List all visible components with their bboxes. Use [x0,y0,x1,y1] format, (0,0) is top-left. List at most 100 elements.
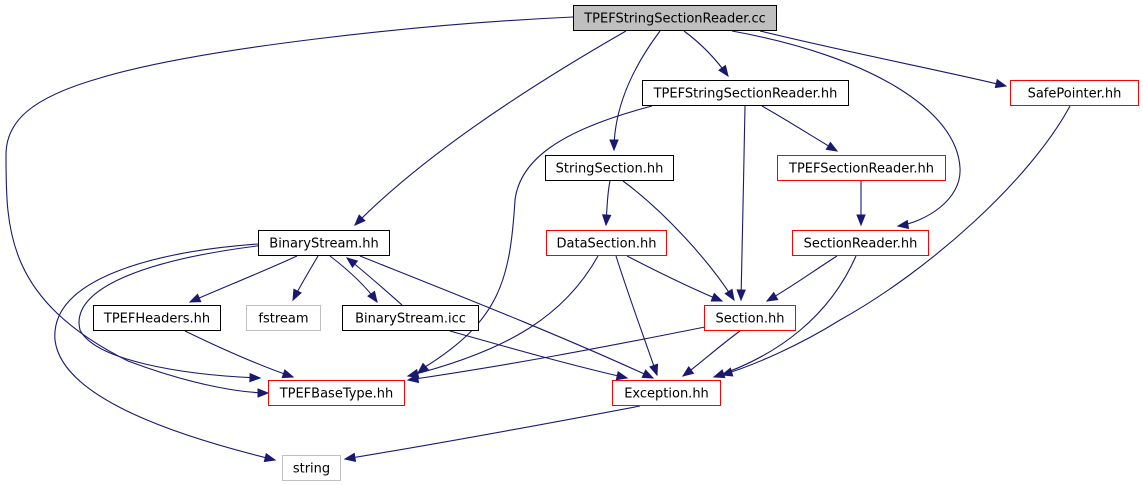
edge-line [5,16,574,394]
node-fstream: fstream [246,305,321,331]
edge-arrowhead [188,293,202,303]
nodes-layer: TPEFStringSectionReader.ccTPEFStringSect… [93,5,1139,481]
node-binarystream[interactable]: BinaryStream.hh [258,230,390,256]
edge-section-to-tpefbasetype [406,326,706,384]
edge-binarystream-to-exception [359,255,655,379]
edge-line [766,255,838,302]
node-tpefbasetype[interactable]: TPEFBaseType.hh [268,380,405,406]
node-box [1010,80,1139,106]
edge-arrowhead [367,290,378,304]
edge-sectionreader-to-exception [712,255,857,379]
edge-arrowhead [681,365,695,377]
node-datasection[interactable]: DataSection.hh [546,230,667,256]
edge-arrowhead [615,371,629,381]
node-label: TPEFBaseType.hh [279,387,394,402]
edge-stringsection-to-section [622,180,735,302]
node-label: BinaryStream.icc [355,312,466,327]
edge-binarystream-to-tpefheaders [188,255,298,303]
edge-arrowhead [896,219,910,230]
edge-line [682,330,741,377]
node-box [545,155,674,181]
edge-arrowhead [249,372,262,383]
node-reader-hh[interactable]: TPEFStringSectionReader.hh [642,80,849,106]
edge-arrowhead [712,369,726,379]
edge-reader_cc-to-sectionreader [731,30,961,230]
edge-arrowhead [292,288,302,302]
edge-arrowhead [825,141,839,152]
edge-binarystream-to-tpefbasetype [78,244,266,383]
edge-line [344,405,641,460]
edge-arrowhead [718,64,729,78]
edge-binarystream-to-string [54,243,277,463]
edge-arrowhead [343,452,357,462]
node-label: fstream [258,312,308,327]
node-label: TPEFSectionReader.hh [788,162,934,177]
node-label: Section.hh [716,312,785,327]
edge-arrowhead [856,214,866,227]
node-box [612,380,721,406]
node-exception[interactable]: Exception.hh [612,380,721,406]
edge-arrowhead [641,369,655,379]
edge-arrowhead [257,388,270,398]
node-label: Exception.hh [624,387,709,402]
node-binarystream-icc[interactable]: BinaryStream.icc [342,305,479,331]
node-stringsection[interactable]: StringSection.hh [545,155,674,181]
node-tpefsectionreader[interactable]: TPEFSectionReader.hh [777,155,946,181]
edge-line [626,255,723,302]
edge-arrowhead [724,288,735,302]
node-box [268,380,405,406]
edge-line [740,105,746,301]
node-label: SectionReader.hh [804,237,918,252]
edge-stringsection-to-datasection [601,180,612,227]
edge-sectionreader-to-section [765,255,838,302]
node-box [777,155,946,181]
edge-tpefsectionreader-to-sectionreader [856,181,866,227]
node-label: BinaryStream.hh [269,237,378,252]
edge-arrowhead [601,214,612,227]
node-label: TPEFStringSectionReader.hh [653,87,838,102]
edge-reader_cc-to-reader_hh [683,30,729,78]
edge-line [184,330,294,378]
edge-line [761,105,838,152]
edge-datasection-to-exception [615,255,659,377]
edge-arrowhead [263,452,277,463]
node-box [282,455,341,481]
node-label: TPEFStringSectionReader.cc [583,12,766,27]
node-label: SafePointer.hh [1028,87,1122,102]
node-tpefheaders[interactable]: TPEFHeaders.hh [93,305,221,331]
edge-line [731,30,961,227]
edge-line [615,255,658,376]
node-reader-cc[interactable]: TPEFStringSectionReader.cc [573,5,777,31]
edge-binarystream_icc-to-exception [449,330,629,381]
edge-line [407,255,599,377]
node-box [258,230,390,256]
edge-line [354,30,627,226]
edge-arrowhead [354,214,366,226]
edge-line [721,105,1071,376]
edge-arrowhead [736,289,746,302]
edge-line [407,326,706,381]
node-box [704,305,796,331]
edge-binarystream-to-fstream [292,255,319,302]
node-box [246,305,321,331]
node-section[interactable]: Section.hh [704,305,796,331]
node-box [792,230,929,256]
edge-binarystream_icc-to-binarystream [345,257,403,306]
edge-arrowhead [710,292,724,302]
edges-layer [5,16,1071,463]
node-sectionreader[interactable]: SectionReader.hh [792,230,929,256]
edge-arrowhead [345,257,359,269]
edge-line [613,30,661,151]
edge-tpefheaders-to-tpefbasetype [184,330,295,379]
node-box [93,305,221,331]
edge-arrowhead [416,362,430,374]
edge-exception-to-string [343,405,641,462]
edge-line [713,255,857,378]
node-box [546,230,667,256]
node-safepointer[interactable]: SafePointer.hh [1010,80,1139,106]
edge-arrowhead [649,363,659,377]
edge-datasection-to-section [626,255,724,302]
node-label: TPEFHeaders.hh [103,312,210,327]
edge-line [359,255,654,379]
edge-line [54,243,276,461]
